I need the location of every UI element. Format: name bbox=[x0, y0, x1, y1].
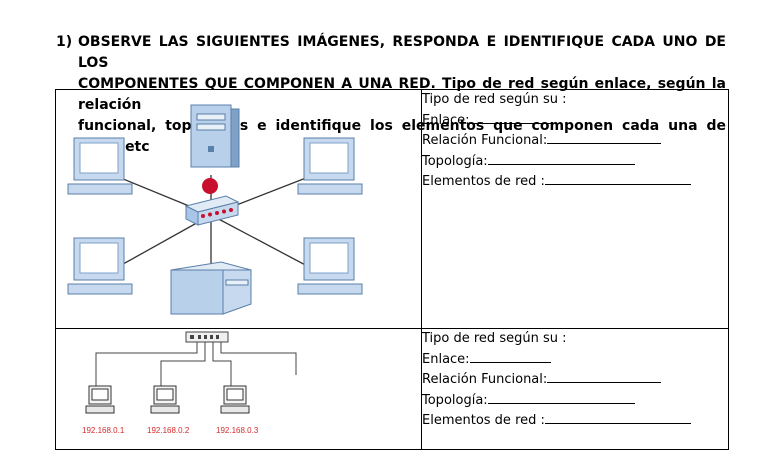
ip-label: 192.168.0.2 bbox=[147, 426, 190, 435]
computer-icon bbox=[297, 237, 363, 295]
field-title: Tipo de red según su : bbox=[422, 331, 567, 346]
bus-network-diagram: 192.168.0.1 192.168.0.2 192.168.0.3 bbox=[82, 331, 297, 435]
field-title: Tipo de red según su : bbox=[422, 92, 567, 107]
field-enlace[interactable]: Enlace: bbox=[422, 350, 728, 371]
field-label: Topología: bbox=[422, 392, 488, 408]
answer-blank[interactable] bbox=[547, 370, 662, 383]
printer-icon bbox=[170, 261, 252, 315]
answer-blank[interactable] bbox=[544, 172, 691, 185]
field-relacion[interactable]: Relación Funcional: bbox=[422, 370, 728, 391]
field-label: Elementos de red : bbox=[422, 174, 545, 189]
answer-fields-cell: Tipo de red según su : Enlace: Relación … bbox=[421, 328, 729, 450]
bus-network-image-cell: 192.168.0.1 192.168.0.2 192.168.0.3 bbox=[55, 328, 422, 450]
computer-icon bbox=[67, 237, 133, 295]
server-icon bbox=[190, 104, 240, 168]
star-network-image-cell bbox=[55, 89, 422, 329]
answer-blank[interactable] bbox=[544, 411, 691, 424]
computer-icon bbox=[150, 385, 180, 414]
table-row: Tipo de red según su : Enlace: Relación … bbox=[55, 89, 729, 329]
computer-icon bbox=[85, 385, 115, 414]
field-label: Relación Funcional: bbox=[422, 133, 548, 148]
star-network-diagram bbox=[67, 104, 363, 315]
hub-icon bbox=[184, 195, 240, 226]
computer-icon bbox=[220, 385, 250, 414]
network-cables bbox=[95, 342, 297, 387]
ip-label: 192.168.0.1 bbox=[82, 426, 125, 435]
field-topologia[interactable]: Topología: bbox=[422, 391, 728, 412]
field-label: Relación Funcional: bbox=[422, 372, 548, 387]
field-label: Enlace: bbox=[422, 351, 470, 367]
field-label: Topología: bbox=[422, 153, 488, 169]
answer-blank[interactable] bbox=[469, 111, 551, 124]
answer-blank[interactable] bbox=[547, 131, 662, 144]
switch-icon bbox=[185, 331, 229, 343]
worksheet-table: Tipo de red según su : Enlace: Relación … bbox=[55, 89, 729, 450]
ip-label: 192.168.0.3 bbox=[216, 426, 259, 435]
answer-fields-cell: Tipo de red según su : Enlace: Relación … bbox=[421, 89, 729, 329]
answer-blank[interactable] bbox=[469, 350, 551, 363]
connector-dot bbox=[202, 178, 218, 194]
question-number: 1) bbox=[56, 34, 73, 50]
answer-blank[interactable] bbox=[487, 391, 635, 404]
table-row: 192.168.0.1 192.168.0.2 192.168.0.3 Tipo… bbox=[55, 328, 729, 450]
field-label: Enlace: bbox=[422, 112, 470, 128]
field-enlace[interactable]: Enlace: bbox=[422, 111, 728, 132]
question-line: OBSERVE LAS SIGUIENTES IMÁGENES, RESPOND… bbox=[78, 34, 726, 71]
computer-icon bbox=[297, 137, 363, 195]
field-elementos[interactable]: Elementos de red : bbox=[422, 172, 728, 193]
answer-blank[interactable] bbox=[487, 152, 635, 165]
field-elementos[interactable]: Elementos de red : bbox=[422, 411, 728, 432]
field-label: Elementos de red : bbox=[422, 413, 545, 428]
computer-icon bbox=[67, 137, 133, 195]
field-topologia[interactable]: Topología: bbox=[422, 152, 728, 173]
field-relacion[interactable]: Relación Funcional: bbox=[422, 131, 728, 152]
